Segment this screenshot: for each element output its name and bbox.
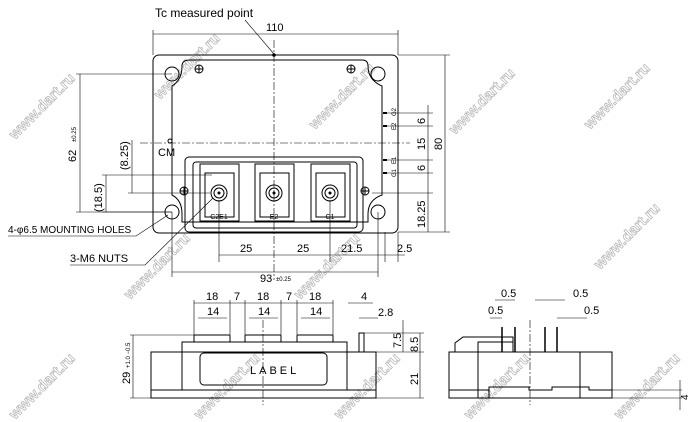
dim-18-5: (18.5) [93,183,105,212]
dim-110: 110 [266,22,284,34]
dim-0-5: 0.5 [488,305,503,317]
watermark: www.dart.ru [330,350,404,422]
dim-0-5: 0.5 [584,305,599,317]
dim-62-tol: ±0.25 [72,126,78,142]
dim-14: 14 [258,306,270,318]
nuts-label: 3-M6 NUTS [70,253,128,265]
dim-14: 14 [207,306,219,318]
dim-18: 18 [206,291,218,303]
dim-18: 18 [309,291,321,303]
dim-4: 4 [680,394,691,400]
control-pins: G2 E2 E1 G1 [383,107,398,177]
dim-bottom: 2.5 [397,243,412,255]
dim-right: 6 [416,165,428,171]
dim-18: 18 [257,291,269,303]
dim-right: 18.25 [416,200,428,228]
tc-measured-point-label: Tc measured point [155,6,254,20]
cm-label: CM [158,147,175,159]
watermark: www.dart.ru [590,200,664,274]
pin-label: G1 [392,168,398,177]
dim-right: 15 [416,138,428,150]
dim-7-5: 7.5 [392,333,404,348]
watermark: www.dart.ru [190,350,264,422]
watermark: www.dart.ru [580,60,654,134]
watermark: www.dart.ru [610,350,684,422]
watermark: www.dart.ru [120,230,194,304]
dim-29-tol: +1.0 −0.5 [126,342,132,368]
pin-label: G2 [392,107,398,116]
dim-21: 21 [409,373,421,385]
watermark: www.dart.ru [445,65,519,139]
screws [179,64,370,196]
side-view: 0.5 0.5 0.5 0.5 4 [448,288,691,410]
watermark: www.dart.ru [460,350,534,422]
watermark: www.dart.ru [305,60,379,134]
dim-80: 80 [433,138,445,150]
dim-right: 6 [416,118,428,124]
terminals: C2E1 E2 C1 [199,163,351,222]
terminal-label: E2 [270,214,279,221]
dim-bottom: 21.5 [341,243,362,255]
dim-93: 93 [260,273,272,285]
dim-7: 7 [234,291,240,303]
watermark: www.dart.ru [150,30,224,104]
watermark: www.dart.ru [5,350,79,422]
dim-93-tol: ±0.25 [276,277,292,283]
mounting-holes-label: 4-φ6.5 MOUNTING HOLES [8,225,132,236]
dim-bottom: 25 [297,243,309,255]
dim-8-5: 8.5 [409,337,421,352]
watermark: www.dart.ru [290,230,364,304]
dim-8-25: (8.25) [119,141,131,170]
front-view: LABEL 18 7 18 7 18 14 14 14 4 2.8 7.5 8.… [121,291,424,405]
label-box-text: LABEL [250,365,299,377]
dim-29: 29 [121,372,133,384]
watermark: www.dart.ru [5,70,79,144]
dim-62: 62 [67,150,79,162]
dim-14: 14 [310,306,322,318]
dim-bottom: 25 [240,243,252,255]
top-view: Tc measured point C2E1 E2 C1 [8,6,450,285]
dim-2-8: 2.8 [378,307,393,319]
dim-4: 4 [361,291,367,303]
dim-0-5: 0.5 [501,288,516,300]
dim-0-5: 0.5 [573,288,588,300]
dim-7: 7 [286,291,292,303]
